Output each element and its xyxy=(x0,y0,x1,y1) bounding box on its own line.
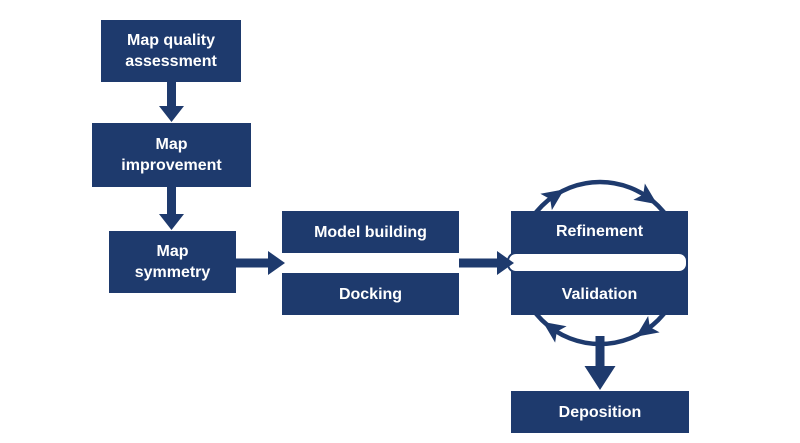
node-label-line: improvement xyxy=(121,157,222,174)
node-label-line: Map quality xyxy=(126,32,215,49)
node-map-improvement: Map improvement xyxy=(92,123,251,187)
node-group-refinement-validation: Refinement Validation xyxy=(507,211,688,315)
cycle-arrowhead-top-right-icon xyxy=(633,183,658,205)
node-label: Model building xyxy=(314,223,427,241)
node-label: Deposition xyxy=(558,403,642,421)
node-map-quality-assessment: Map quality assessment xyxy=(101,20,241,82)
cycle-arrowhead-bottom-left-icon xyxy=(542,321,567,343)
node-label-line: Map xyxy=(156,243,189,260)
node-label-line: Map xyxy=(155,136,188,153)
node-model-building: Model building xyxy=(282,211,459,253)
node-label: Validation xyxy=(561,285,638,303)
node-label-line: assessment xyxy=(125,53,217,70)
node-map-symmetry: Map symmetry xyxy=(109,231,236,293)
node-deposition: Deposition xyxy=(511,391,689,433)
node-docking: Docking xyxy=(282,273,459,315)
cycle-arrowhead-top-left-icon xyxy=(540,189,565,211)
node-validation: Validation xyxy=(511,274,688,315)
node-label-line: symmetry xyxy=(134,264,211,281)
cycle-arrowhead-bottom-right-icon xyxy=(635,315,660,337)
node-refinement: Refinement xyxy=(511,211,688,252)
node-label: Docking xyxy=(338,285,403,303)
node-label: Refinement xyxy=(555,222,644,240)
refinement-validation-slot xyxy=(507,252,688,273)
